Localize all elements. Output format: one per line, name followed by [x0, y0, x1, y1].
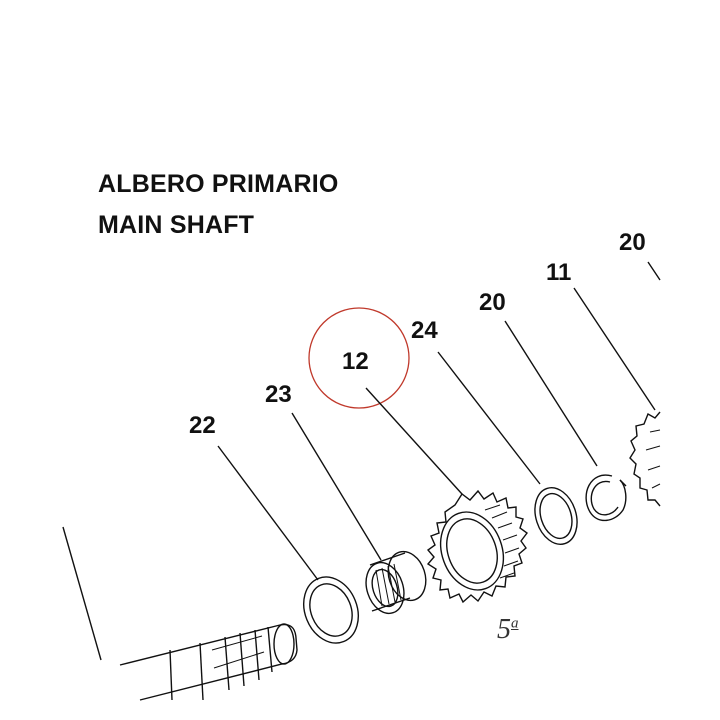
leader-line-22 — [217, 445, 319, 581]
washer-22 — [303, 576, 359, 644]
callout-label-12: 12 — [342, 348, 369, 375]
circlip-20 — [585, 474, 627, 522]
shaft-axis-line — [62, 526, 102, 661]
diagram-title-italian: ALBERO PRIMARIO — [98, 170, 339, 198]
gear-12 — [426, 489, 528, 604]
gear-11 — [629, 411, 661, 507]
callout-label-22: 22 — [189, 412, 216, 439]
callout-label-20-ring: 20 — [619, 229, 646, 256]
leader-line-20-washer — [504, 320, 598, 467]
callout-label-20-washer: 20 — [479, 289, 506, 316]
leader-line-12 — [365, 387, 463, 495]
diagram-title-english: MAIN SHAFT — [98, 211, 255, 239]
leader-line-23 — [291, 412, 382, 561]
leader-line-24 — [437, 351, 541, 485]
sheet-marker: 5a — [497, 614, 519, 645]
callout-label-11: 11 — [546, 259, 572, 286]
leader-line-11 — [573, 287, 656, 411]
main-shaft — [119, 623, 298, 701]
washer-24 — [534, 487, 578, 545]
leader-line-20-ring — [647, 261, 661, 281]
callout-label-23: 23 — [265, 381, 292, 408]
highlight-circle — [308, 307, 410, 409]
needle-bearing-23 — [365, 550, 427, 615]
callout-label-24: 24 — [411, 317, 438, 344]
